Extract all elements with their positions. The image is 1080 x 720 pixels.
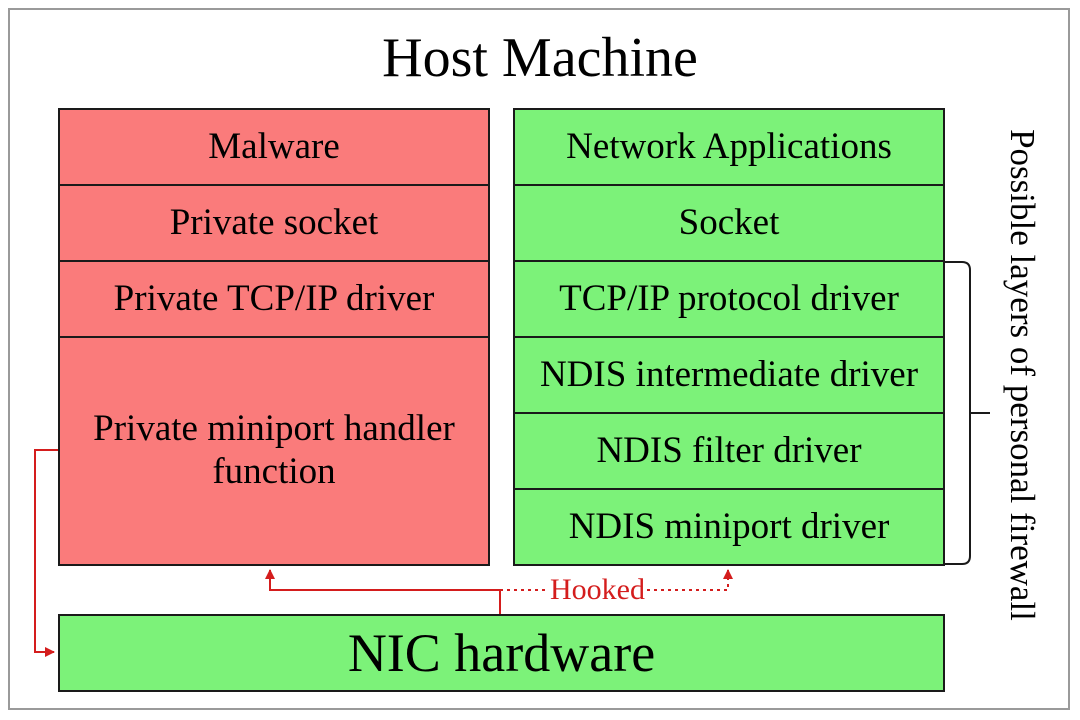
tcpip-protocol-driver-layer: TCP/IP protocol driver: [513, 260, 945, 338]
private-socket-layer: Private socket: [58, 184, 490, 262]
firewall-side-label-wrap: Possible layers of personal firewall: [1000, 70, 1044, 680]
socket-layer: Socket: [513, 184, 945, 262]
miniport-to-nic-arrow: [34, 449, 58, 657]
hooked-label: Hooked: [548, 573, 647, 607]
nic-hardware-layer: NIC hardware: [58, 614, 945, 692]
malware-layer: Malware: [58, 108, 490, 186]
network-applications-layer: Network Applications: [513, 108, 945, 186]
ndis-miniport-driver-layer: NDIS miniport driver: [513, 488, 945, 566]
nic-to-private-handler-arrow: [265, 569, 501, 614]
private-miniport-handler-layer: Private miniport handler function: [58, 336, 490, 566]
diagram-title: Host Machine: [382, 27, 698, 89]
firewall-side-label: Possible layers of personal firewall: [1003, 129, 1042, 621]
ndis-filter-driver-layer: NDIS filter driver: [513, 412, 945, 490]
ndis-intermediate-driver-layer: NDIS intermediate driver: [513, 336, 945, 414]
host-machine-frame: [8, 8, 1070, 710]
firewall-bracket: [945, 261, 971, 565]
